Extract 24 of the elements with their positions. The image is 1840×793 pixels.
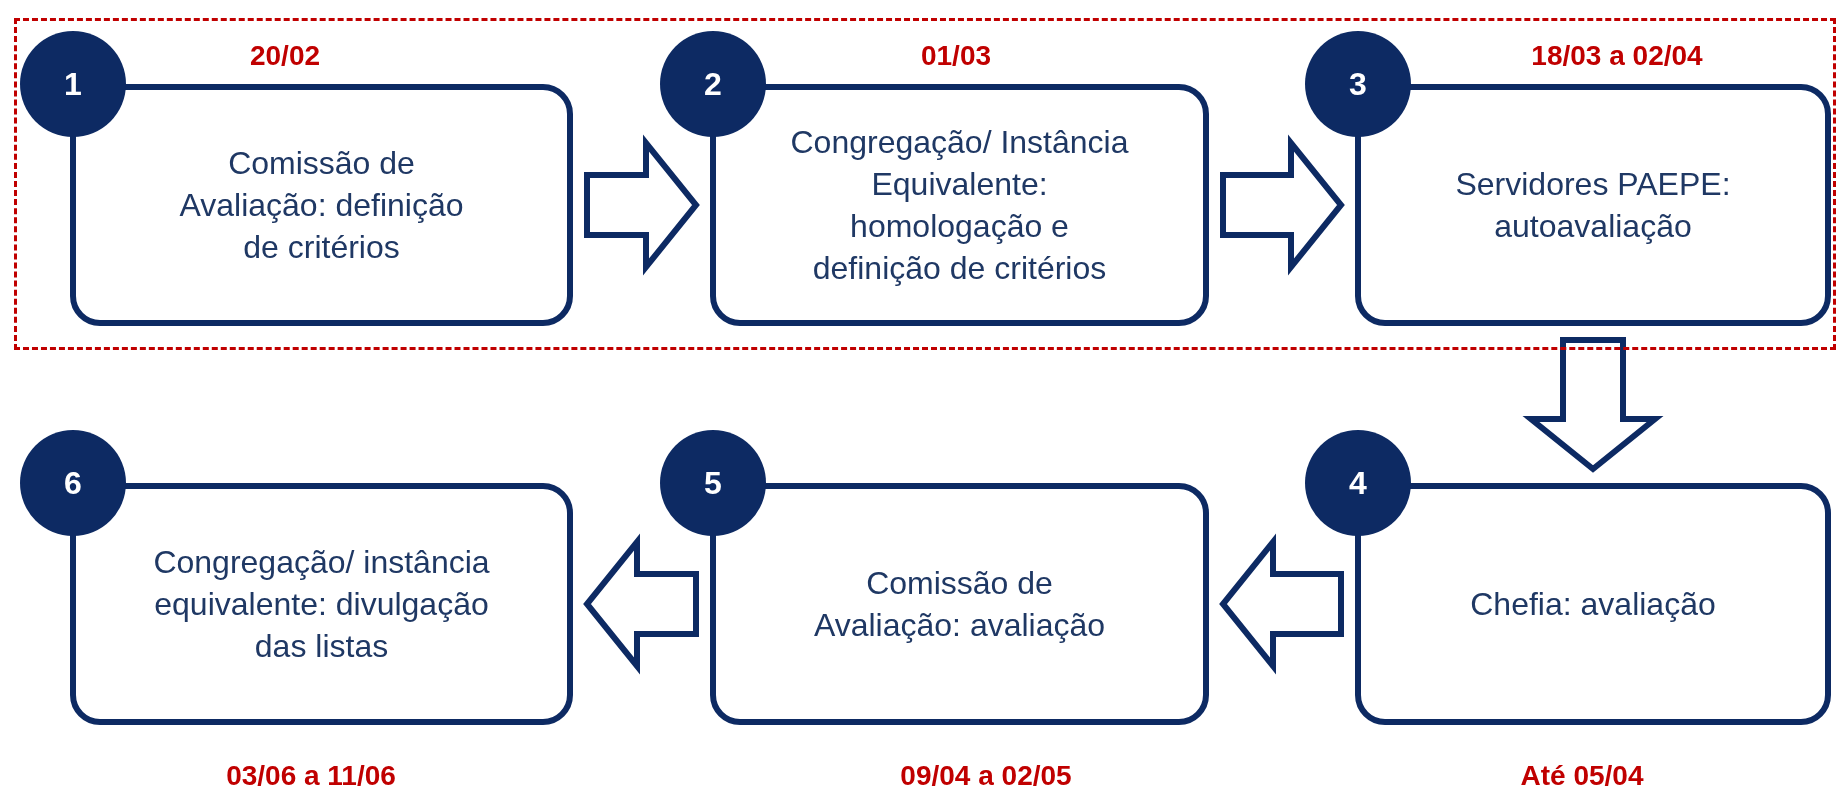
step-number: 3 [1305,31,1411,137]
block-arrow [584,134,700,276]
block-arrow [1522,337,1664,473]
block-arrow [583,533,699,675]
step-text: Servidores PAEPE: autoavaliação [1454,165,1732,246]
date-label: 18/03 a 02/04 [1531,39,1703,73]
date-label: 03/06 a 11/06 [226,759,396,793]
date-label: 01/03 [920,39,992,73]
step-text: Congregação/ Instância Equivalente: homologação e definição de critérios [789,123,1130,288]
step-number: 4 [1305,430,1411,536]
step-number: 1 [20,31,126,137]
dashed-group-frame [14,18,1836,350]
date-label: 20/02 [249,39,321,73]
step-text: Congregação/ instância equivalente: divulgação das listas [152,543,491,666]
step-text: Comissão de Avaliação: definição de critérios [178,144,465,267]
block-arrow [1219,533,1344,675]
date-label: 09/04 a 02/05 [900,759,1072,793]
step-number: 5 [660,430,766,536]
step-text: Comissão de Avaliação: avaliação [812,564,1107,645]
step-number: 6 [20,430,126,536]
block-arrow [1220,134,1345,276]
date-label: Até 05/04 [1520,759,1644,793]
step-number: 2 [660,31,766,137]
step-text: Chefia: avaliação [1470,585,1716,624]
